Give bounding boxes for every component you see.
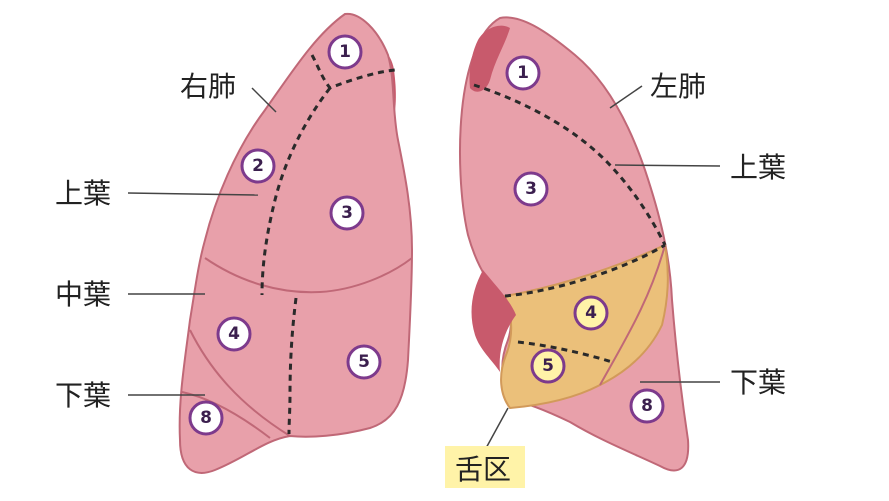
segment-number: 4 [228,324,240,344]
segment-marker-r4: 4 [216,316,252,352]
left-dashed-boundary-lingula-top [504,243,666,298]
leader-left-lung [609,85,643,109]
right-dashed-boundary-anterior [260,87,332,296]
right-dashed-boundary-apical [310,54,396,90]
segment-number: 1 [517,63,529,83]
segment-marker-l3: 3 [513,171,549,207]
leader-lines [127,85,721,451]
segment-marker-r8: 8 [188,400,224,436]
right-horizontal-fissure [204,257,413,294]
left-lung-medial-top [469,25,510,92]
segment-number: 1 [339,42,351,62]
label-left-lower-lobe: 下葉 [730,366,786,399]
leader-lingula [484,407,509,451]
segment-number: 8 [200,408,212,428]
segment-marker-r2: 2 [240,148,276,184]
left-cardiac-notch [471,270,516,372]
leader-right-upper [127,192,259,196]
lingula-label-highlight [445,446,525,488]
segment-number: 8 [641,396,653,416]
segment-marker-l1: 1 [505,55,541,91]
label-right-upper-lobe: 上葉 [55,177,111,210]
segment-number: 5 [358,352,370,372]
left-dashed-boundary-lingula-mid [517,340,613,364]
segment-marker-l8: 8 [629,388,665,424]
right-dashed-boundary-lower [287,297,298,435]
leader-right-lung [251,87,277,113]
left-dashed-boundary-apical [473,83,667,246]
segment-marker-r3: 3 [329,195,365,231]
segment-number: 5 [542,356,554,376]
segment-number: 2 [252,156,264,176]
left-oblique-fissure [599,244,666,386]
segment-markers: 1 2 3 4 5 8 1 3 [188,34,665,436]
segment-number: 3 [341,203,353,223]
right-oblique-fissure [189,329,291,437]
segment-number: 4 [585,303,597,323]
leader-left-upper [614,164,721,167]
label-right-middle-lobe: 中葉 [55,278,111,311]
label-right-lower-lobe: 下葉 [55,379,111,412]
segment-marker-l4: 4 [573,295,609,331]
label-left-upper-lobe: 上葉 [730,151,786,184]
segment-marker-r1: 1 [327,34,363,70]
segment-number: 3 [525,179,537,199]
label-right-lung: 右肺 [180,70,236,103]
label-lingula: 舌区 [455,453,511,486]
label-left-lung: 左肺 [650,70,706,103]
segment-marker-r5: 5 [346,344,382,380]
segment-marker-l5: 5 [530,348,566,384]
